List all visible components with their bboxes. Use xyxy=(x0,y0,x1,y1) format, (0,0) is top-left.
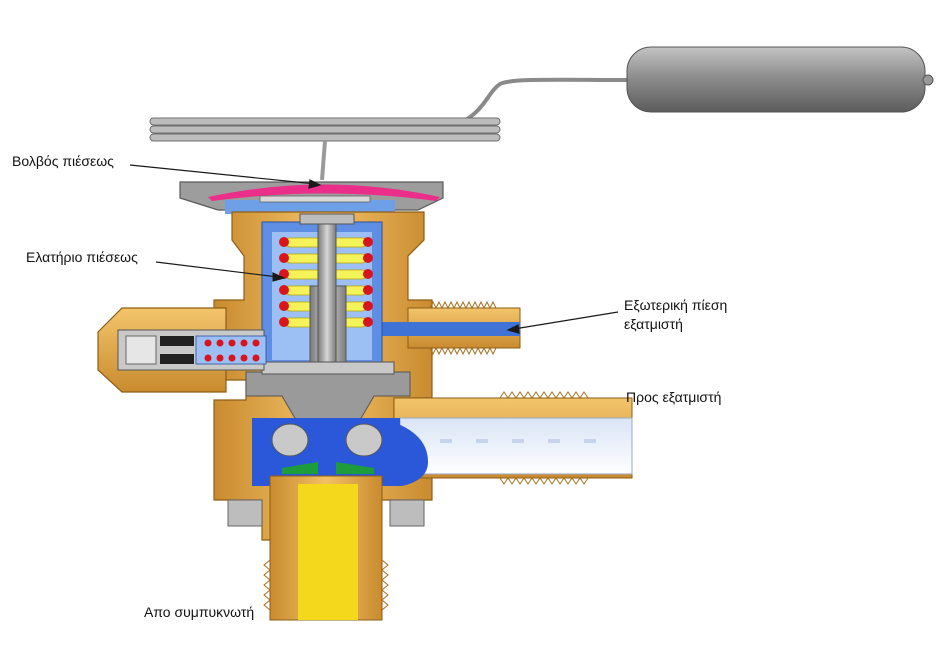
external-pressure-channel xyxy=(380,322,520,336)
external-pressure-label-line2: εξατμιστή xyxy=(624,316,683,332)
diaphragm-head xyxy=(179,181,444,214)
inlet-tube xyxy=(227,475,425,621)
sensing-bulb xyxy=(461,46,934,124)
stem-guide xyxy=(245,361,411,421)
external-pressure-label: Εξωτερική πίεση xyxy=(624,297,728,313)
valve-chamber xyxy=(252,418,428,486)
superheat-adjuster xyxy=(117,329,267,371)
pressure-spring-label: Ελατήριο πιέσεως xyxy=(26,249,138,265)
to-evaporator-label: Προς εξατμιστή xyxy=(626,389,722,405)
pressure-bulb-label: Βολβός πιέσεως xyxy=(12,153,114,169)
from-condenser-label: Απο συμπυκνωτή xyxy=(144,604,255,620)
leader-lines xyxy=(129,164,619,334)
outlet-tube xyxy=(399,417,633,475)
external-fitting-threads xyxy=(429,300,497,356)
capillary-coil xyxy=(149,117,501,142)
outlet-fitting-threads xyxy=(499,391,589,485)
